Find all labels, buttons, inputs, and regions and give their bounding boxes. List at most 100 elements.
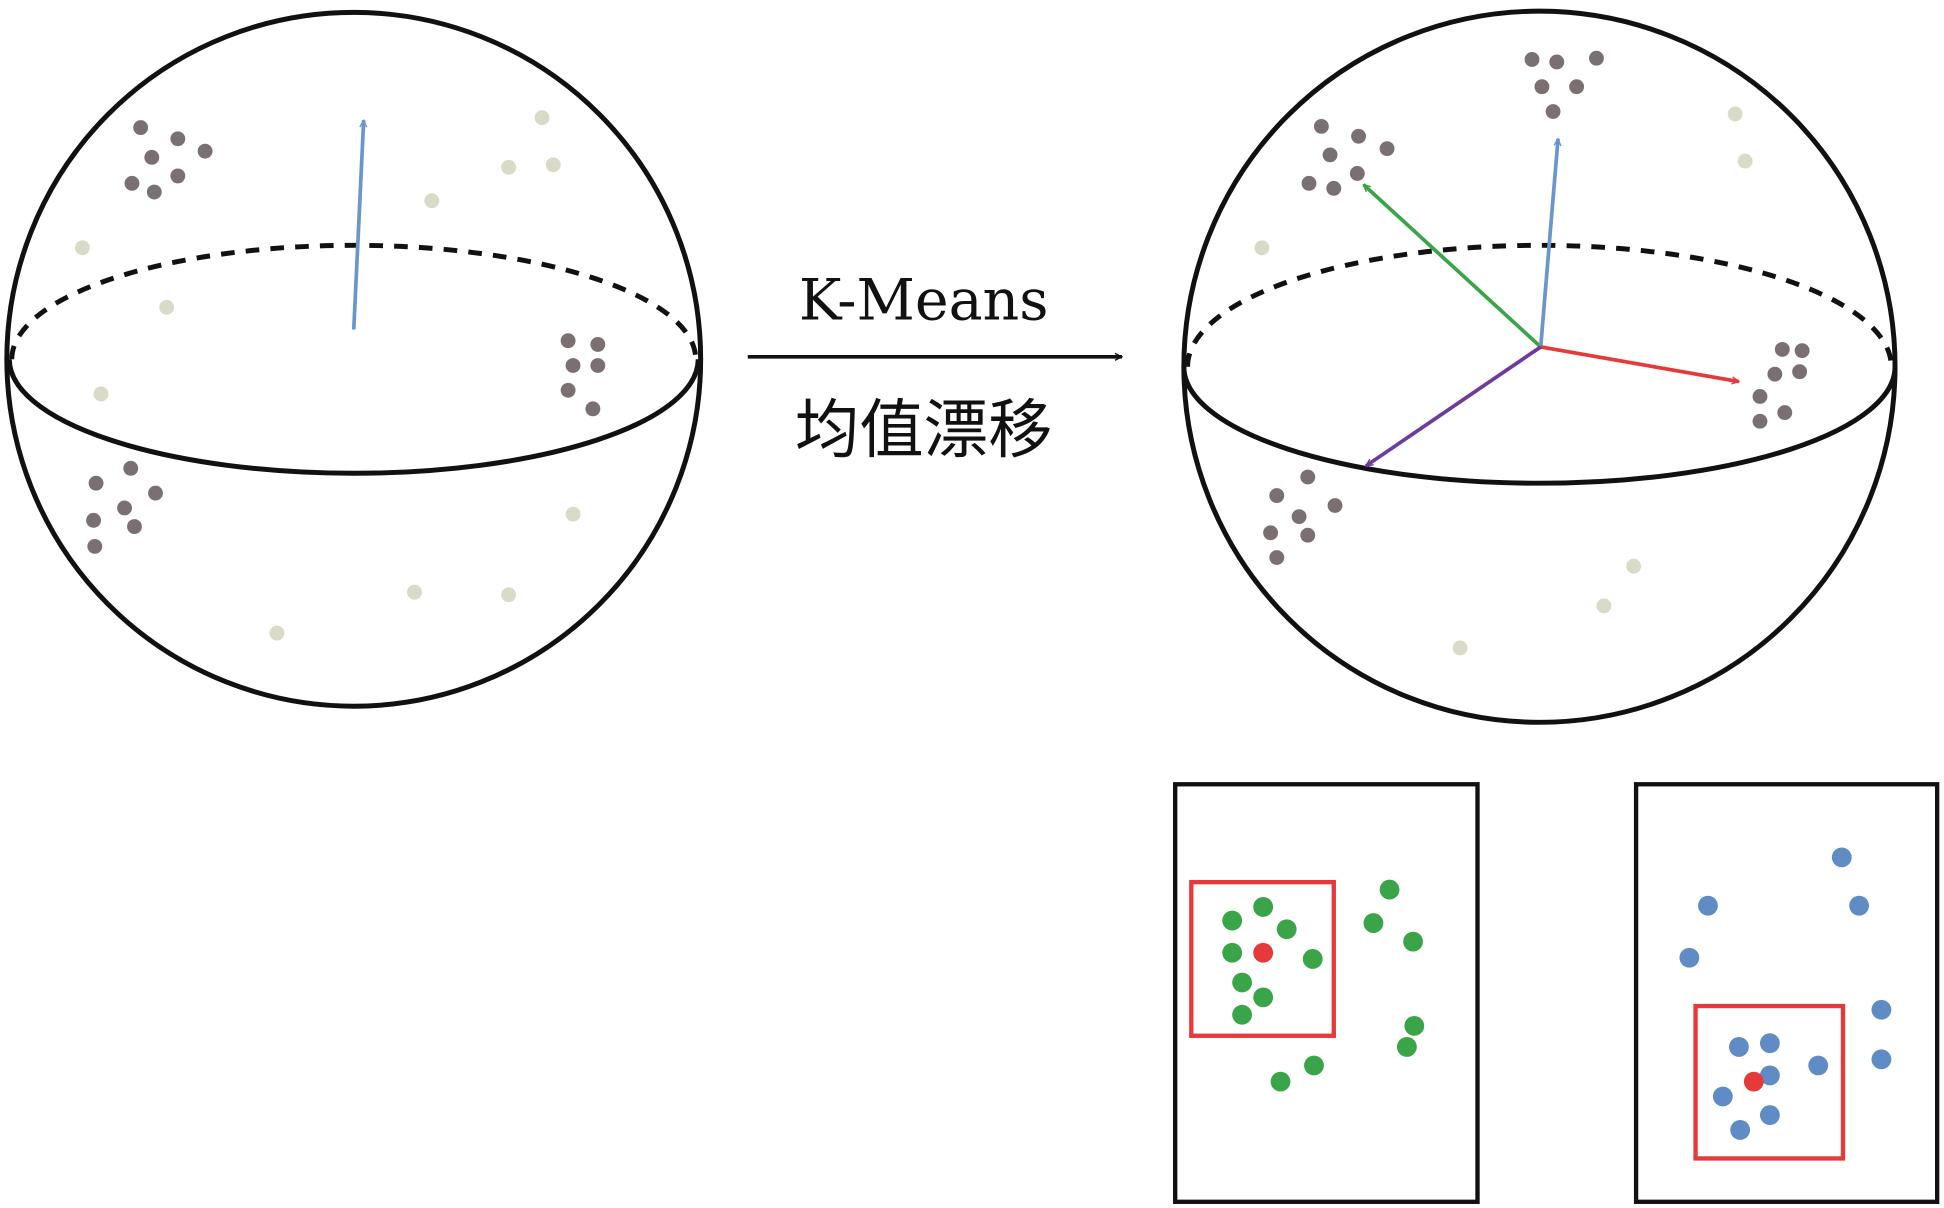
noise-point — [424, 193, 440, 209]
cluster-point — [1269, 550, 1285, 565]
blue-point — [1849, 895, 1870, 916]
blue-point — [1698, 895, 1718, 916]
cluster-point — [565, 358, 581, 373]
green-point — [1379, 879, 1400, 900]
cluster-point — [1301, 175, 1317, 191]
green-point — [1304, 1055, 1324, 1076]
green-point — [1302, 949, 1323, 969]
blue-arrow — [1538, 139, 1558, 348]
green-point — [1363, 913, 1384, 933]
equator-front — [1181, 366, 1898, 486]
cluster-point — [1534, 79, 1550, 95]
blue-point — [1712, 1086, 1733, 1107]
cluster-point — [1589, 50, 1604, 66]
green-point — [1404, 1015, 1425, 1036]
cluster-point — [88, 475, 104, 491]
cluster-point — [148, 485, 163, 501]
blue-point — [1759, 1065, 1780, 1086]
cluster-point — [1379, 141, 1395, 157]
cluster-point — [1291, 509, 1307, 525]
blue-cluster-panel — [1633, 782, 1940, 1204]
cluster-point — [1774, 341, 1790, 357]
green-point — [1232, 972, 1253, 993]
blue-point — [1679, 947, 1700, 968]
cluster-point — [1326, 180, 1342, 196]
cluster-point — [117, 500, 132, 516]
kmeans-label: K-Means — [799, 268, 1049, 334]
noise-point — [159, 299, 175, 315]
noise-point — [545, 157, 561, 173]
cluster-point — [197, 143, 213, 159]
right-sphere — [1181, 8, 1898, 725]
window-center — [1253, 942, 1274, 963]
noise-point — [501, 159, 517, 175]
noise-point — [501, 587, 517, 603]
search-window — [1693, 1003, 1846, 1161]
cluster-point — [1269, 488, 1285, 504]
noise-point — [1596, 598, 1612, 614]
cluster-point — [1752, 413, 1768, 429]
green-cluster-panel — [1173, 782, 1480, 1204]
cluster-point — [1322, 147, 1338, 163]
blue-point — [1808, 1055, 1829, 1076]
blue-point — [1831, 847, 1852, 868]
cluster-point — [1300, 469, 1316, 485]
cluster-point — [1327, 498, 1343, 513]
cluster-point — [146, 184, 162, 200]
cluster-point — [133, 120, 149, 136]
equator-front — [6, 359, 701, 476]
green-arrow — [1362, 183, 1542, 349]
noise-point — [1626, 558, 1642, 574]
cluster-point — [87, 538, 103, 554]
cluster-point — [1549, 54, 1565, 70]
green-point — [1270, 1071, 1291, 1092]
blue-point — [1871, 999, 1892, 1020]
mean-shift-label: 均值漂移 — [795, 393, 1053, 468]
blue-point — [1871, 1049, 1892, 1070]
green-point — [1396, 1037, 1417, 1057]
cluster-point — [1300, 527, 1316, 543]
cluster-point — [1263, 525, 1279, 541]
noise-point — [534, 110, 550, 126]
search-window — [1189, 879, 1336, 1038]
red-arrow — [1540, 345, 1739, 382]
cluster-point — [86, 512, 102, 528]
cluster-point — [560, 333, 576, 349]
cluster-point — [1349, 166, 1365, 181]
cluster-point — [590, 358, 606, 373]
cluster-point — [1794, 343, 1810, 359]
cluster-point — [585, 401, 601, 417]
noise-point — [565, 506, 581, 522]
cluster-point — [1767, 366, 1783, 382]
green-point — [1276, 919, 1297, 940]
cluster-point — [1752, 389, 1768, 404]
noise-point — [1727, 106, 1743, 122]
cluster-point — [123, 460, 139, 476]
cluster-point — [170, 168, 186, 184]
cluster-point — [1313, 118, 1329, 134]
blue-arrow — [351, 120, 364, 330]
equator-back-dashed — [9, 242, 699, 360]
window-center — [1743, 1071, 1764, 1092]
green-point — [1403, 931, 1423, 952]
equator-back-dashed — [1185, 242, 1894, 367]
sphere-outline — [1181, 8, 1898, 725]
cluster-point — [170, 131, 186, 147]
cluster-point — [1777, 405, 1793, 421]
cluster-point — [144, 149, 160, 165]
cluster-point — [1545, 104, 1561, 119]
green-point — [1232, 1004, 1253, 1025]
blue-point — [1729, 1037, 1749, 1057]
noise-point — [269, 625, 285, 641]
cluster-point — [590, 337, 606, 352]
noise-point — [74, 240, 90, 256]
purple-arrow — [1366, 345, 1542, 468]
cluster-point — [560, 382, 576, 398]
cluster-point — [127, 519, 142, 534]
blue-point — [1759, 1033, 1780, 1054]
cluster-point — [1524, 52, 1540, 67]
blue-point — [1759, 1105, 1780, 1125]
noise-point — [1737, 153, 1753, 169]
left-sphere — [4, 9, 704, 709]
green-point — [1222, 942, 1243, 963]
